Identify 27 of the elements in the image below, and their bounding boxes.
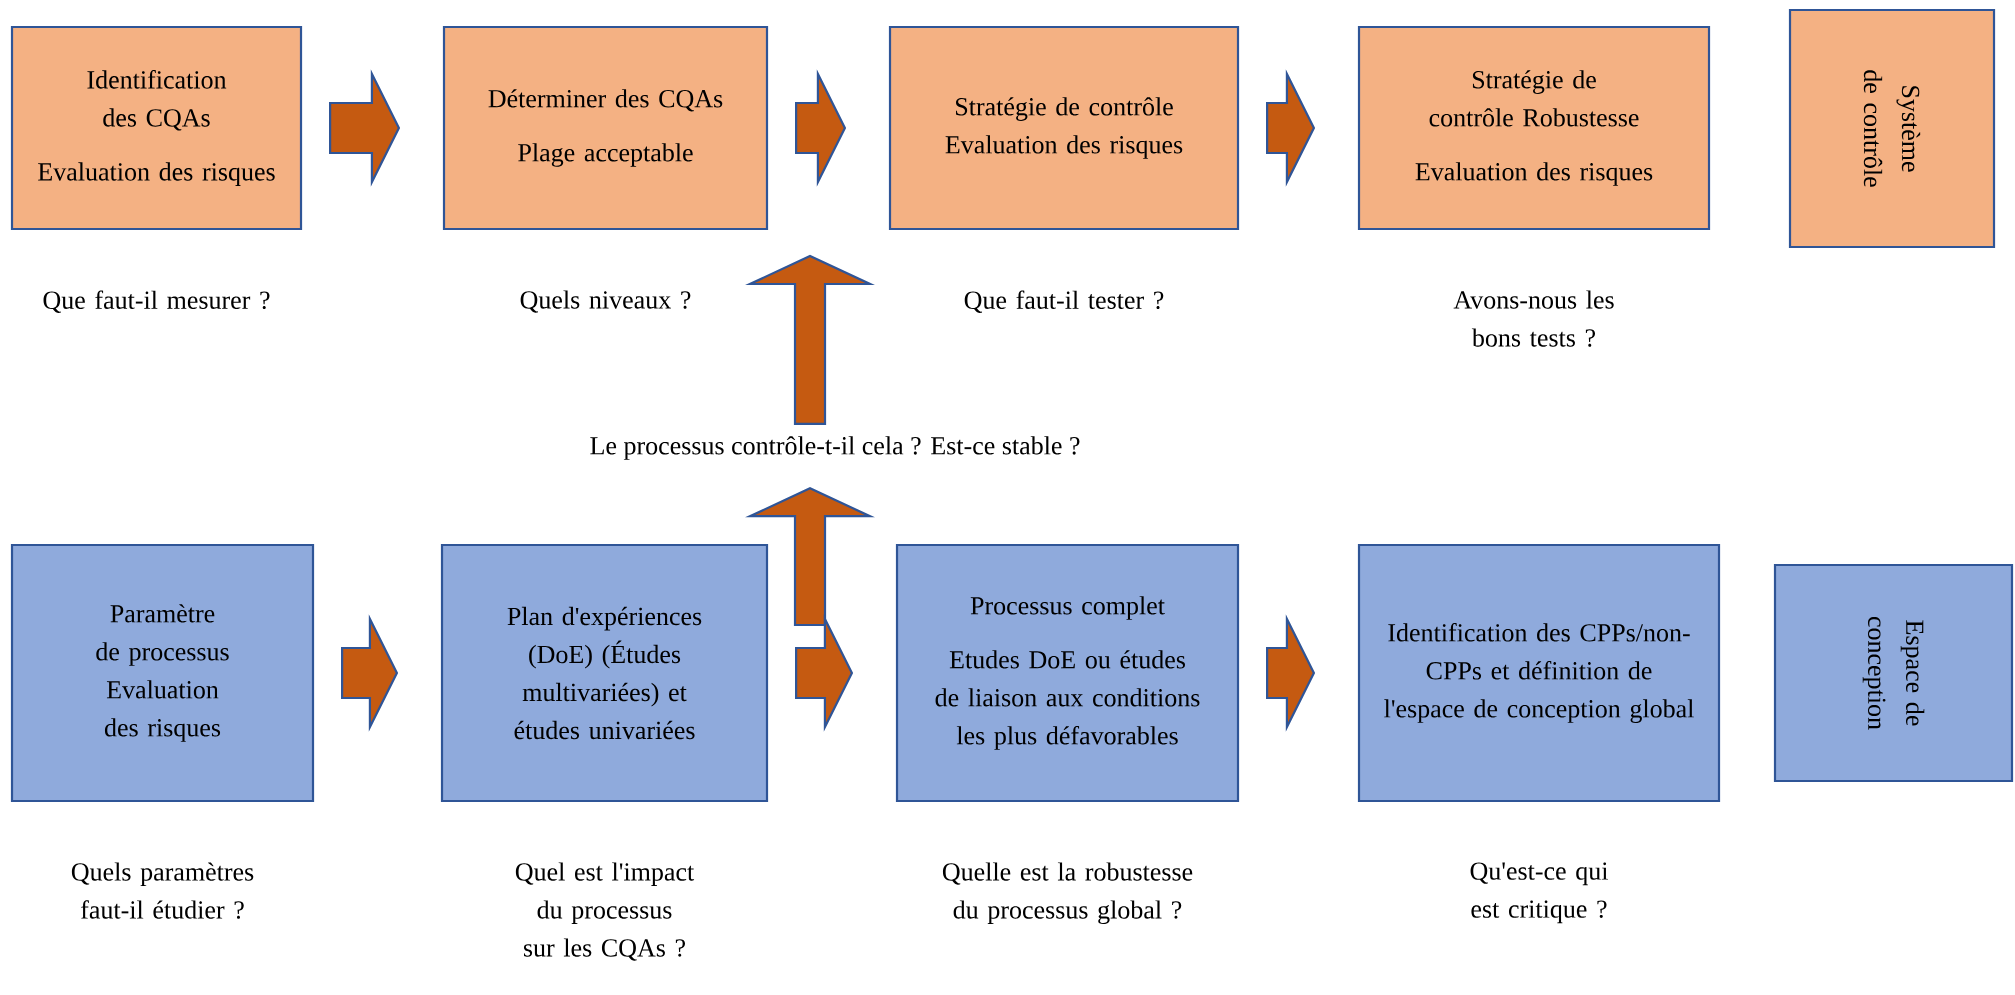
- question-text: Quel est l'impact du processus sur les CQAs ?: [515, 862, 695, 961]
- process-box: Identification des CPPs/non-CPPs et définition de l'espace de conception global: [1357, 543, 1721, 803]
- process-box: Déterminer des CQAs Plage acceptable: [442, 25, 769, 231]
- question-text: Quelle est la robustesse du processus global ?: [942, 862, 1193, 925]
- process-box: Paramètre de processus Evaluation des risques: [10, 543, 315, 803]
- question-text: Quels niveaux ?: [520, 290, 691, 313]
- process-box: Stratégie de contrôle Evaluation des risques: [888, 25, 1240, 231]
- block-arrow: [745, 487, 875, 627]
- question-text: Que faut-il tester ?: [964, 290, 1164, 313]
- process-box: Système de contrôle: [1788, 8, 1996, 249]
- process-box: Stratégie de contrôle Robustesse Evaluation des risques: [1357, 25, 1711, 231]
- process-box: Processus complet Etudes DoE ou études de liaison aux conditions les plus défavorables: [895, 543, 1240, 803]
- question-text: Avons-nous les bons tests ?: [1453, 290, 1614, 347]
- block-arrow: [795, 614, 854, 732]
- question-text: Que faut-il mesurer ?: [43, 290, 270, 313]
- block-arrow: [745, 254, 875, 425]
- process-box: Identification des CQAs Evaluation des risques: [10, 25, 303, 231]
- block-arrow: [329, 69, 401, 187]
- question-text: Quels paramètres faut-il étudier ?: [71, 862, 254, 919]
- block-arrow: [341, 614, 399, 732]
- block-arrow: [795, 69, 847, 187]
- question-text: Qu'est-ce qui est critique ?: [1470, 862, 1608, 924]
- question-text: Le processus contrôle-t-il cela ? Est-ce stable ?: [590, 436, 1080, 460]
- process-box: Espace de conception: [1773, 563, 2014, 783]
- process-box: Plan d'expériences (DoE) (Études multivariées) et études univariées: [440, 543, 769, 803]
- block-arrow: [1266, 69, 1316, 187]
- block-arrow: [1266, 614, 1316, 732]
